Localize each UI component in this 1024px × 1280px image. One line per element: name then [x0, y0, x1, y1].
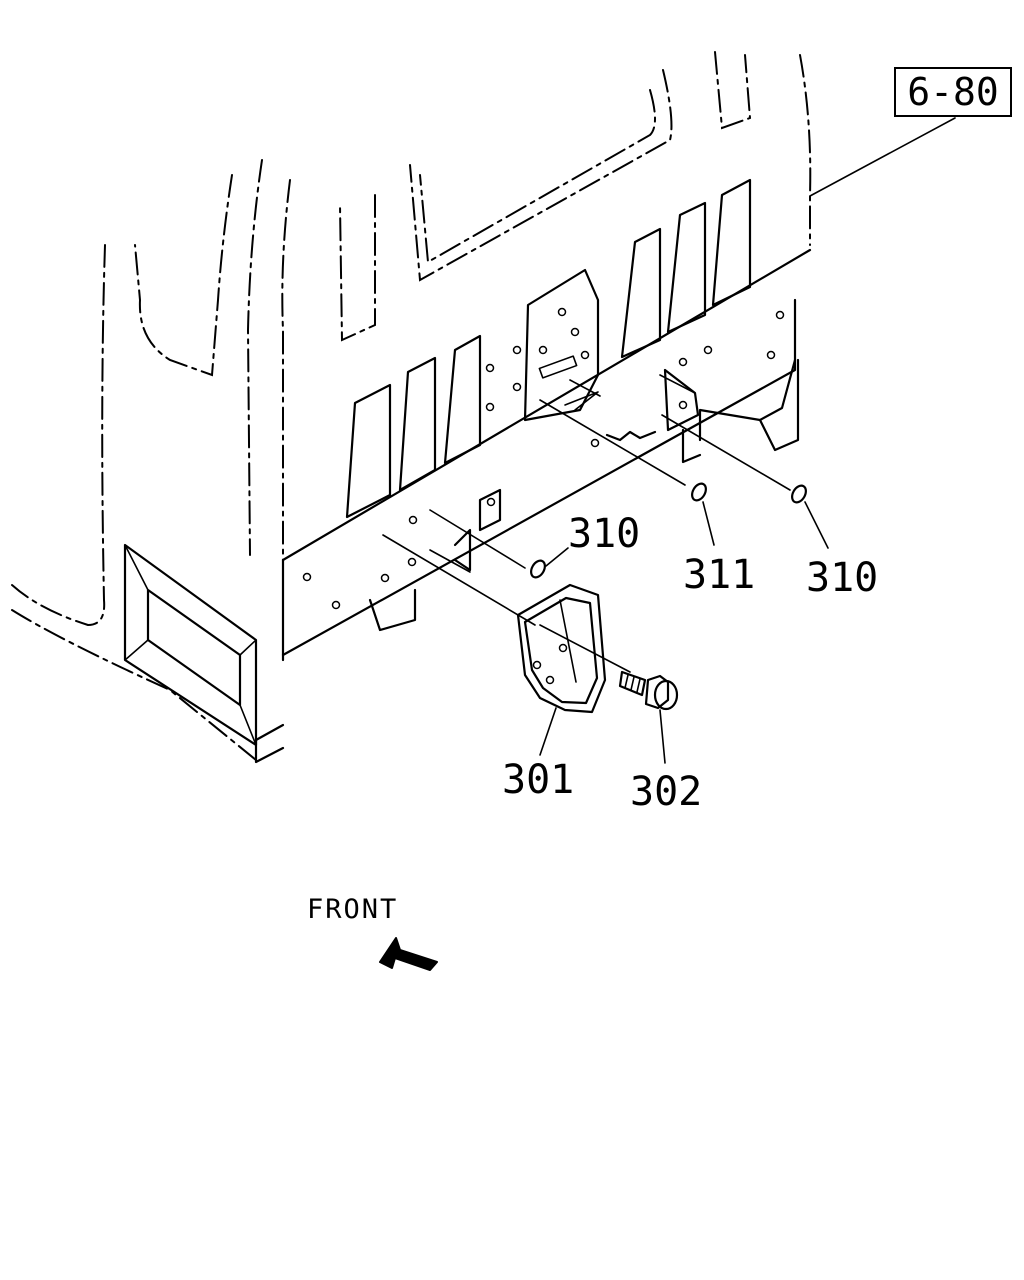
callout-301: 301: [502, 757, 574, 803]
panel-holes: [302, 310, 785, 610]
callout-310-right: 310: [806, 555, 878, 601]
front-label: FRONT: [307, 894, 398, 925]
bolt-302[interactable]: [618, 670, 679, 711]
center-bracket: [523, 268, 600, 422]
body-ribs: [345, 178, 752, 519]
callout-311: 311: [683, 552, 755, 598]
reference-label[interactable]: 6-80: [907, 70, 999, 114]
washer-310-left[interactable]: [528, 558, 547, 580]
arrow-left-icon: [379, 937, 438, 971]
washer-311[interactable]: [689, 481, 708, 503]
callout-310-left: 310: [568, 511, 640, 557]
bracket-301[interactable]: [516, 583, 607, 714]
leader-lines: [539, 117, 956, 764]
callout-302: 302: [630, 769, 702, 815]
cab-body: [11, 51, 812, 764]
assembly-lines: [382, 374, 791, 673]
washer-310-right[interactable]: [789, 483, 808, 505]
reference-box: [894, 67, 1012, 117]
